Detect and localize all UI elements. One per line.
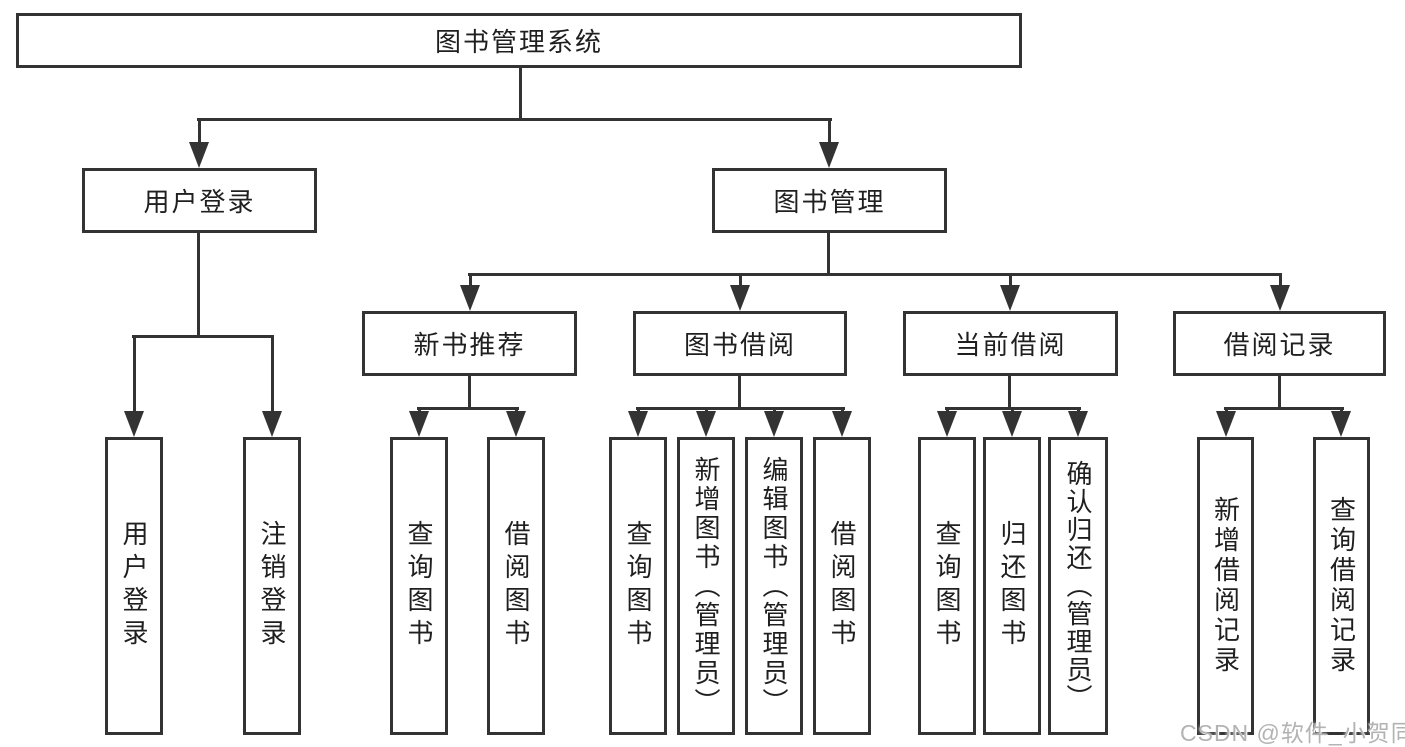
arrowhead-icon — [409, 411, 429, 437]
connector-line — [1278, 376, 1281, 407]
arrowhead-icon — [1002, 411, 1022, 437]
leaf-query-book: 查询图书 — [918, 437, 976, 735]
arrowhead-icon — [1216, 411, 1236, 437]
connector-line — [828, 118, 831, 146]
node-book-management-group: 图书管理 — [712, 168, 947, 233]
leaf-add-borrow-record: 新增借阅记录 — [1197, 437, 1254, 735]
node-user-login-group: 用户登录 — [82, 168, 317, 233]
node-library-management-system: 图书管理系统 — [16, 13, 1022, 68]
leaf-logout: 注销登录 — [243, 437, 301, 735]
connector-line — [468, 273, 1282, 276]
arrowhead-icon — [819, 142, 839, 168]
node-new-book-recommend: 新书推荐 — [362, 311, 577, 376]
leaf-add-book-admin: 新增图书（管理员） — [677, 437, 735, 735]
leaf-query-book: 查询图书 — [609, 437, 667, 735]
node-book-borrow: 图书借阅 — [633, 311, 847, 376]
leaf-query-book: 查询图书 — [390, 437, 448, 735]
connector-line — [1077, 407, 1080, 413]
leaf-borrow-book: 借阅图书 — [487, 437, 545, 735]
leaf-user-login: 用户登录 — [105, 437, 163, 735]
arrowhead-icon — [764, 411, 784, 437]
arrowhead-icon — [262, 411, 282, 437]
arrowhead-icon — [124, 411, 144, 437]
arrowhead-icon — [460, 285, 480, 311]
connector-line — [705, 407, 708, 413]
connector-line — [197, 118, 832, 121]
connector-line — [946, 407, 949, 413]
connector-line — [1009, 273, 1012, 289]
arrowhead-icon — [506, 411, 526, 437]
connector-line — [133, 335, 136, 413]
arrowhead-icon — [189, 142, 209, 168]
connector-line — [519, 68, 522, 118]
connector-line — [636, 407, 845, 410]
arrowhead-icon — [832, 411, 852, 437]
connector-line — [1340, 407, 1343, 413]
connector-line — [198, 118, 201, 146]
arrowhead-icon — [696, 411, 716, 437]
connector-line — [739, 273, 742, 289]
connector-line — [417, 407, 519, 410]
connector-line — [1011, 407, 1014, 413]
connector-line — [1008, 376, 1011, 407]
connector-line — [738, 376, 741, 407]
connector-line — [1225, 407, 1228, 413]
arrowhead-icon — [1068, 411, 1088, 437]
connector-line — [197, 233, 200, 335]
arrowhead-icon — [1000, 285, 1020, 311]
leaf-edit-book-admin: 编辑图书（管理员） — [745, 437, 803, 735]
leaf-confirm-return-admin: 确认归还（管理员） — [1048, 437, 1108, 735]
connector-line — [468, 376, 471, 407]
connector-line — [418, 407, 421, 413]
connector-line — [637, 407, 640, 413]
arrowhead-icon — [730, 285, 750, 311]
connector-line — [827, 233, 830, 273]
connector-line — [271, 335, 274, 413]
arrowhead-icon — [1270, 285, 1290, 311]
csdn-watermark: CSDN @软件_小贺同学 — [1180, 720, 1405, 746]
node-current-borrow: 当前借阅 — [903, 311, 1118, 376]
leaf-borrow-book: 借阅图书 — [813, 437, 871, 735]
connector-line — [515, 407, 518, 413]
connector-line — [469, 273, 472, 289]
connector-line — [841, 407, 844, 413]
arrowhead-icon — [628, 411, 648, 437]
leaf-return-book: 归还图书 — [983, 437, 1041, 735]
leaf-query-borrow-record: 查询借阅记录 — [1313, 437, 1370, 735]
arrowhead-icon — [1331, 411, 1351, 437]
node-borrow-records: 借阅记录 — [1173, 311, 1386, 376]
arrowhead-icon — [937, 411, 957, 437]
connector-line — [773, 407, 776, 413]
connector-line — [132, 335, 274, 338]
connector-line — [1279, 273, 1282, 289]
connector-line — [1224, 407, 1344, 410]
